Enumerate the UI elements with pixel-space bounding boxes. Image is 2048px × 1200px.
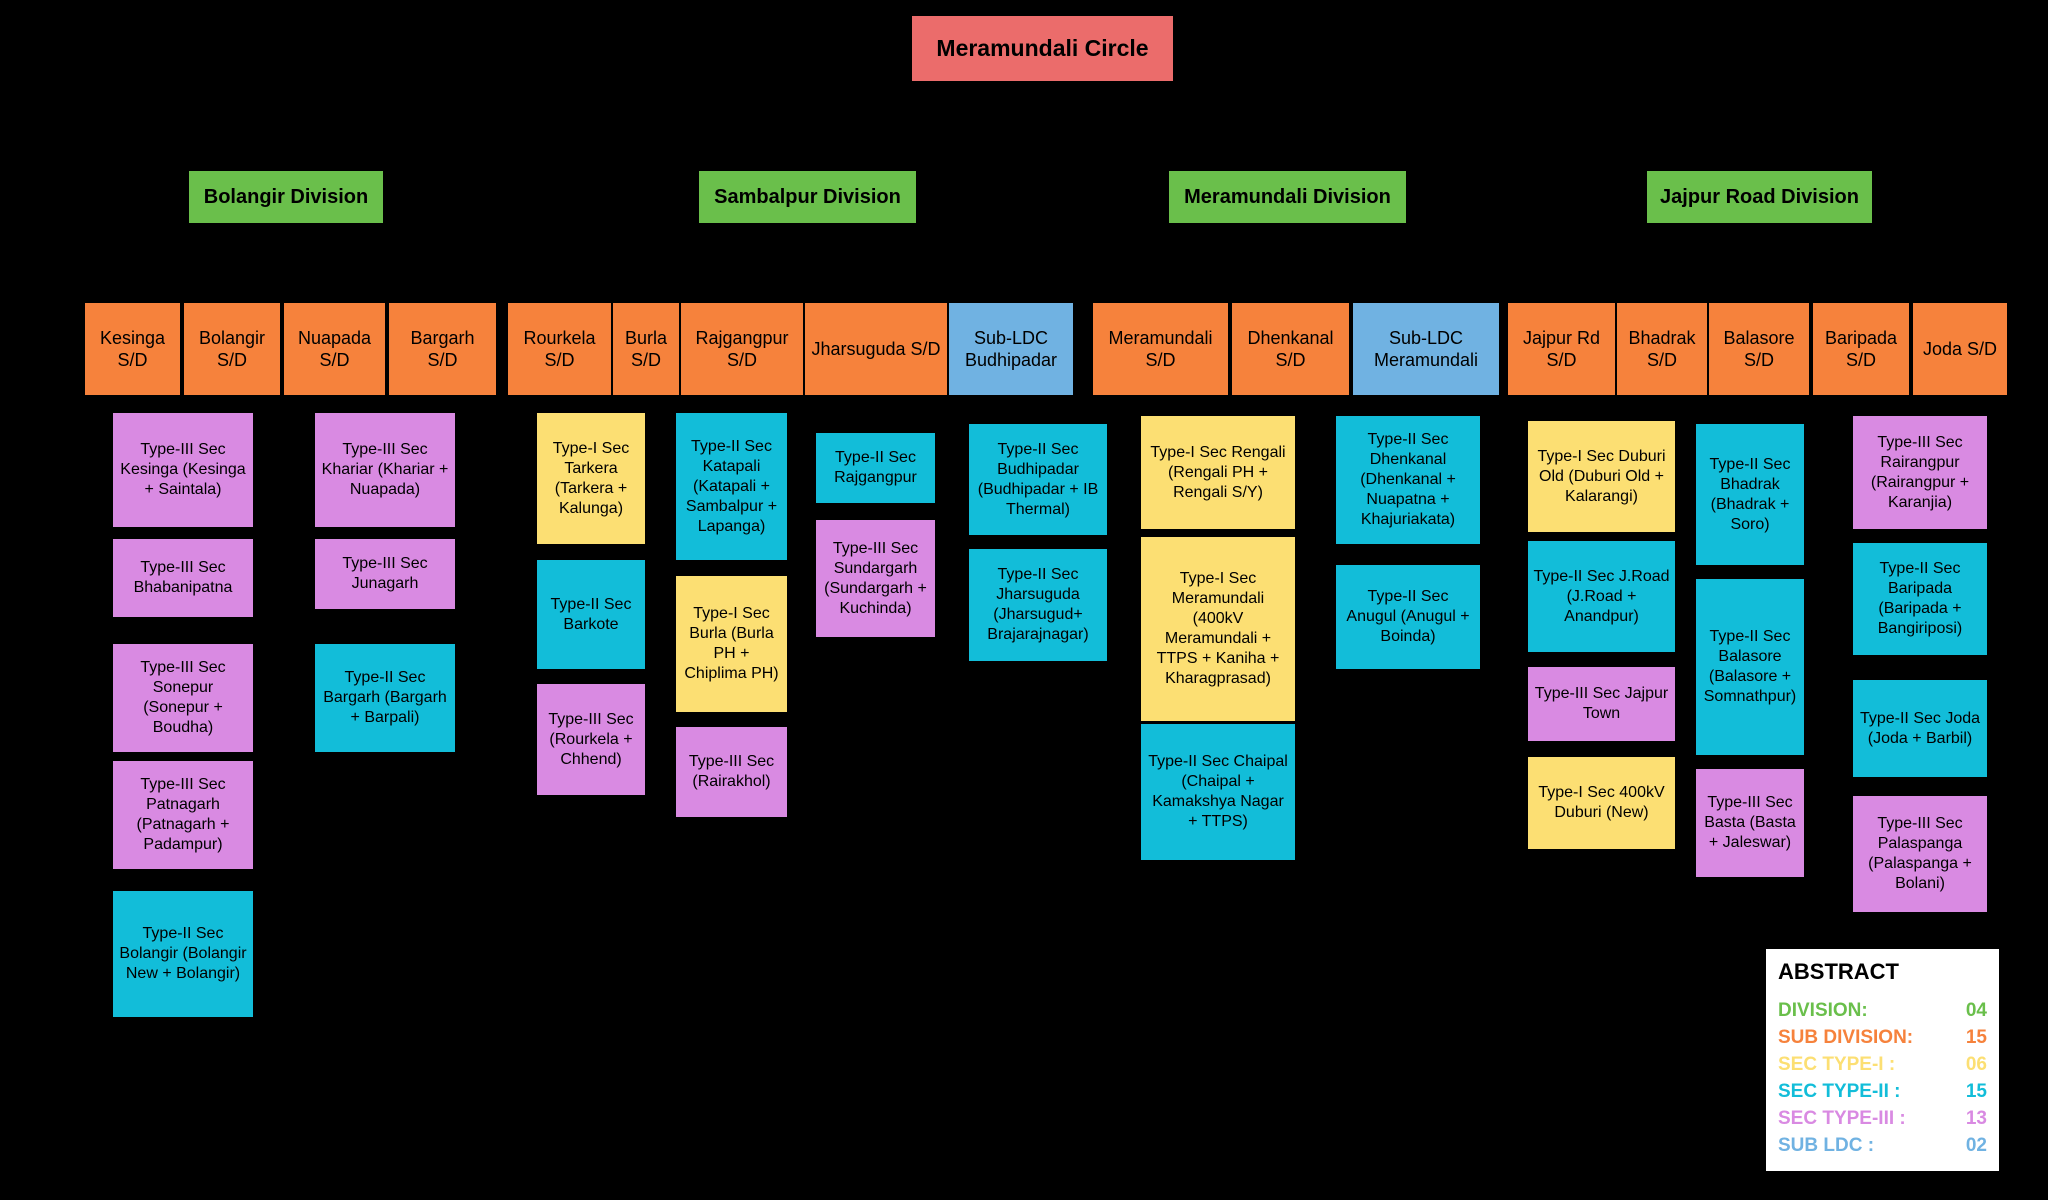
abstract-row-value: 02	[1965, 1135, 1987, 1156]
section-type3-rairangpur: Type-III Sec Rairangpur (Rairangpur + Ka…	[1853, 416, 1987, 529]
section-type2-jroad: Type-II Sec J.Road (J.Road + Anandpur)	[1528, 541, 1675, 652]
section-type2-budhipadar: Type-II Sec Budhipadar (Budhipadar + IB …	[969, 424, 1107, 535]
abstract-row-4: SEC TYPE-III : 13	[1778, 1105, 1987, 1132]
section-type2-rajgangpur: Type-II Sec Rajgangpur	[816, 433, 935, 503]
section-type1-tarkera: Type-I Sec Tarkera (Tarkera + Kalunga)	[537, 413, 645, 544]
subldc-meramundali: Sub-LDC Meramundali	[1353, 303, 1499, 395]
subdivision-burla: Burla S/D	[613, 303, 679, 395]
section-type2-balasore: Type-II Sec Balasore (Balasore + Somnath…	[1696, 579, 1804, 755]
section-type1-burla: Type-I Sec Burla (Burla PH + Chiplima PH…	[676, 576, 787, 712]
root-meramundali-circle: Meramundali Circle	[912, 16, 1173, 81]
subdivision-joda: Joda S/D	[1913, 303, 2007, 395]
abstract-row-0: DIVISION: 04	[1778, 997, 1987, 1024]
section-type3-patnagarh: Type-III Sec Patnagarh (Patnagarh + Pada…	[113, 761, 253, 869]
section-type2-bolangir: Type-II Sec Bolangir (Bolangir New + Bol…	[113, 891, 253, 1017]
abstract-row-value: 04	[1965, 1000, 1987, 1021]
section-type2-bhadrak: Type-II Sec Bhadrak (Bhadrak + Soro)	[1696, 424, 1804, 565]
section-type3-rairakhol: Type-III Sec (Rairakhol)	[676, 727, 787, 817]
section-type2-bargarh: Type-II Sec Bargarh (Bargarh + Barpali)	[315, 644, 455, 752]
abstract-row-2: SEC TYPE-I : 06	[1778, 1051, 1987, 1078]
section-type2-chaipal: Type-II Sec Chaipal (Chaipal + Kamakshya…	[1141, 724, 1295, 860]
section-type3-kesinga: Type-III Sec Kesinga (Kesinga + Saintala…	[113, 413, 253, 527]
section-type2-barkote: Type-II Sec Barkote	[537, 560, 645, 669]
abstract-row-value: 06	[1965, 1054, 1987, 1075]
subdivision-jajpur-rd: Jajpur Rd S/D	[1508, 303, 1615, 395]
abstract-row-label: SUB LDC :	[1778, 1135, 1875, 1156]
section-type3-rourkela-chhend: Type-III Sec (Rourkela + Chhend)	[537, 684, 645, 795]
abstract-row-5: SUB LDC : 02	[1778, 1132, 1987, 1159]
subdivision-rourkela: Rourkela S/D	[508, 303, 611, 395]
section-type3-junagarh: Type-III Sec Junagarh	[315, 539, 455, 609]
division-jajpur-road: Jajpur Road Division	[1647, 171, 1872, 223]
subdivision-rajgangpur: Rajgangpur S/D	[681, 303, 803, 395]
subldc-budhipadar: Sub-LDC Budhipadar	[949, 303, 1073, 395]
abstract-row-label: DIVISION:	[1778, 1000, 1868, 1021]
abstract-row-label: SEC TYPE-III :	[1778, 1108, 1906, 1129]
subdivision-dhenkanal: Dhenkanal S/D	[1232, 303, 1349, 395]
section-type2-dhenkanal: Type-II Sec Dhenkanal (Dhenkanal + Nuapa…	[1336, 416, 1480, 544]
subdivision-jharsuguda: Jharsuguda S/D	[805, 303, 947, 395]
section-type3-basta: Type-III Sec Basta (Basta + Jaleswar)	[1696, 769, 1804, 877]
subdivision-nuapada: Nuapada S/D	[284, 303, 385, 395]
abstract-row-1: SUB DIVISION: 15	[1778, 1024, 1987, 1051]
division-bolangir: Bolangir Division	[189, 171, 383, 223]
subdivision-balasore: Balasore S/D	[1709, 303, 1809, 395]
section-type1-duburi-old: Type-I Sec Duburi Old (Duburi Old + Kala…	[1528, 421, 1675, 532]
abstract-row-value: 13	[1965, 1108, 1987, 1129]
section-type3-palaspanga: Type-III Sec Palaspanga (Palaspanga + Bo…	[1853, 796, 1987, 912]
section-type3-jajpur-town: Type-III Sec Jajpur Town	[1528, 667, 1675, 741]
abstract-title: ABSTRACT	[1778, 959, 1899, 984]
section-type3-sonepur: Type-III Sec Sonepur (Sonepur + Boudha)	[113, 644, 253, 752]
section-type2-jharsuguda: Type-II Sec Jharsuguda (Jharsugud+ Braja…	[969, 549, 1107, 661]
section-type3-bhabanipatna: Type-III Sec Bhabanipatna	[113, 539, 253, 617]
section-type1-meramundali: Type-I Sec Meramundali (400kV Meramundal…	[1141, 537, 1295, 721]
section-type2-baripada: Type-II Sec Baripada (Baripada + Bangiri…	[1853, 543, 1987, 655]
abstract-row-value: 15	[1965, 1027, 1987, 1048]
abstract-row-label: SEC TYPE-II :	[1778, 1081, 1901, 1102]
subdivision-kesinga: Kesinga S/D	[85, 303, 180, 395]
abstract-row-label: SEC TYPE-I :	[1778, 1054, 1896, 1075]
division-sambalpur: Sambalpur Division	[699, 171, 916, 223]
subdivision-meramundali: Meramundali S/D	[1093, 303, 1228, 395]
abstract-row-label: SUB DIVISION:	[1778, 1027, 1914, 1048]
section-type1-400kv-duburi: Type-I Sec 400kV Duburi (New)	[1528, 757, 1675, 849]
section-type3-sundargarh: Type-III Sec Sundargarh (Sundargarh + Ku…	[816, 520, 935, 637]
subdivision-bargarh: Bargarh S/D	[389, 303, 496, 395]
subdivision-bhadrak: Bhadrak S/D	[1617, 303, 1707, 395]
abstract-row-3: SEC TYPE-II : 15	[1778, 1078, 1987, 1105]
section-type2-joda: Type-II Sec Joda (Joda + Barbil)	[1853, 680, 1987, 777]
subdivision-baripada: Baripada S/D	[1813, 303, 1909, 395]
section-type2-katapali: Type-II Sec Katapali (Katapali + Sambalp…	[676, 413, 787, 560]
section-type3-khariar: Type-III Sec Khariar (Khariar + Nuapada)	[315, 413, 455, 527]
abstract-row-value: 15	[1965, 1081, 1987, 1102]
division-meramundali: Meramundali Division	[1169, 171, 1406, 223]
subdivision-bolangir: Bolangir S/D	[184, 303, 280, 395]
section-type2-anugul: Type-II Sec Anugul (Anugul + Boinda)	[1336, 565, 1480, 669]
section-type1-rengali: Type-I Sec Rengali (Rengali PH + Rengali…	[1141, 416, 1295, 529]
